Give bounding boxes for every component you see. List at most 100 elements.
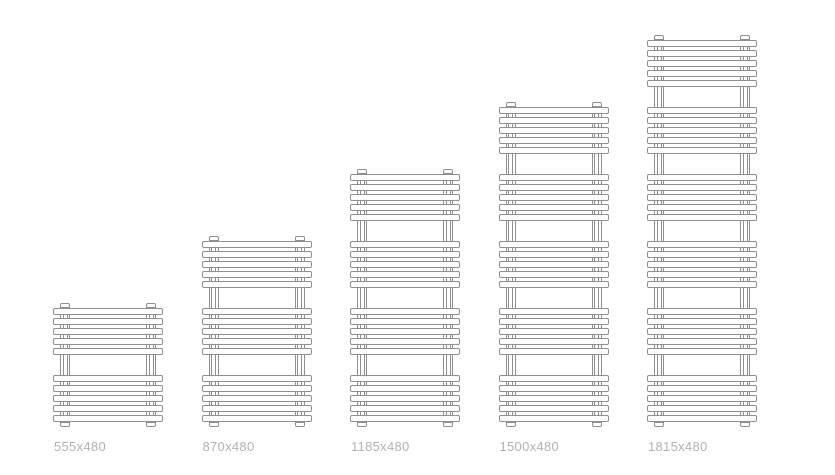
towel-bar: [201, 328, 312, 335]
towel-bar: [350, 261, 460, 268]
towel-bar: [498, 308, 609, 315]
pipe-bottom-foot: [60, 422, 70, 427]
pipe-bottom-foot: [591, 422, 602, 427]
towel-bar: [350, 338, 460, 345]
towel-bar: [350, 308, 460, 315]
bar-group: [498, 241, 609, 288]
towel-bar: [350, 281, 460, 288]
pipe-bottom-foot: [208, 422, 219, 427]
pipe-bottom-foot: [443, 422, 453, 427]
pipe-bottom-foot: [294, 422, 305, 427]
towel-bar: [201, 395, 312, 402]
towel-bar: [53, 415, 163, 422]
towel-bar: [647, 204, 757, 211]
towel-bar: [647, 194, 757, 201]
bar-stack: [647, 40, 757, 422]
towel-bar: [498, 174, 609, 181]
pipe-top-cap: [505, 102, 516, 107]
radiator-drawing: [498, 102, 609, 427]
towel-bar: [647, 318, 757, 325]
towel-bar: [350, 375, 460, 382]
bar-group: [647, 375, 757, 422]
towel-bar: [498, 395, 609, 402]
size-label: 870x480: [202, 439, 255, 454]
towel-bar: [53, 385, 163, 392]
towel-bar: [498, 385, 609, 392]
radiator-variant: 1815x480: [647, 35, 757, 454]
towel-bar: [498, 318, 609, 325]
towel-bar: [498, 405, 609, 412]
radiator-variant: 870x480: [201, 236, 312, 454]
towel-bar: [350, 348, 460, 355]
pipe-column-left: [654, 35, 664, 427]
pipe-bottom-foot: [146, 422, 156, 427]
towel-bar: [647, 405, 757, 412]
towel-bar: [647, 107, 757, 114]
towel-bar: [53, 395, 163, 402]
bar-group: [201, 308, 312, 355]
bar-group: [498, 308, 609, 355]
towel-bar: [647, 415, 757, 422]
radiator-variant: 1185x480: [350, 169, 460, 454]
size-label: 1500x480: [499, 439, 560, 454]
pipe-bottom-foot: [654, 422, 664, 427]
towel-bar: [647, 137, 757, 144]
towel-bar: [350, 385, 460, 392]
towel-bar: [53, 405, 163, 412]
towel-bar: [647, 251, 757, 258]
bar-group: [53, 308, 163, 355]
bar-stack: [350, 174, 460, 422]
towel-bar: [350, 395, 460, 402]
towel-bar: [498, 214, 609, 221]
towel-bar: [498, 338, 609, 345]
towel-bar: [350, 415, 460, 422]
towel-bar: [201, 241, 312, 248]
bar-group: [350, 308, 460, 355]
bar-group: [350, 375, 460, 422]
towel-bar: [498, 241, 609, 248]
towel-bar: [350, 194, 460, 201]
towel-bar: [498, 194, 609, 201]
towel-bar: [647, 308, 757, 315]
towel-bar: [201, 308, 312, 315]
radiator-drawing: [53, 303, 163, 427]
bar-group: [498, 375, 609, 422]
size-label: 555x480: [54, 439, 106, 454]
towel-bar: [647, 261, 757, 268]
bar-group: [350, 174, 460, 221]
radiator-variant: 1500x480: [498, 102, 609, 454]
pipe-top-cap: [208, 236, 219, 241]
towel-bar: [350, 328, 460, 335]
towel-bar: [647, 147, 757, 154]
towel-bar: [647, 174, 757, 181]
radiator-drawing: [201, 236, 312, 427]
towel-bar: [498, 117, 609, 124]
towel-bar: [498, 184, 609, 191]
towel-bar: [201, 318, 312, 325]
towel-bar: [647, 60, 757, 67]
pipe-top-cap: [591, 102, 602, 107]
bar-stack: [201, 241, 312, 422]
towel-bar: [498, 281, 609, 288]
size-label: 1185x480: [351, 439, 410, 454]
towel-bar: [53, 375, 163, 382]
bar-group: [498, 174, 609, 221]
bar-stack: [53, 308, 163, 422]
towel-bar: [647, 271, 757, 278]
pipe-column-right: [740, 35, 750, 427]
bar-group: [647, 40, 757, 87]
towel-bar: [647, 184, 757, 191]
towel-bar: [350, 271, 460, 278]
towel-bar: [498, 271, 609, 278]
pipe-top-cap: [294, 236, 305, 241]
radiator-variant: 555x480: [53, 303, 163, 454]
towel-bar: [647, 70, 757, 77]
towel-bar: [350, 405, 460, 412]
pipe-top-cap: [60, 303, 70, 308]
towel-bar: [201, 348, 312, 355]
towel-bar: [350, 318, 460, 325]
towel-bar: [647, 348, 757, 355]
towel-bar: [647, 328, 757, 335]
towel-bar: [647, 40, 757, 47]
